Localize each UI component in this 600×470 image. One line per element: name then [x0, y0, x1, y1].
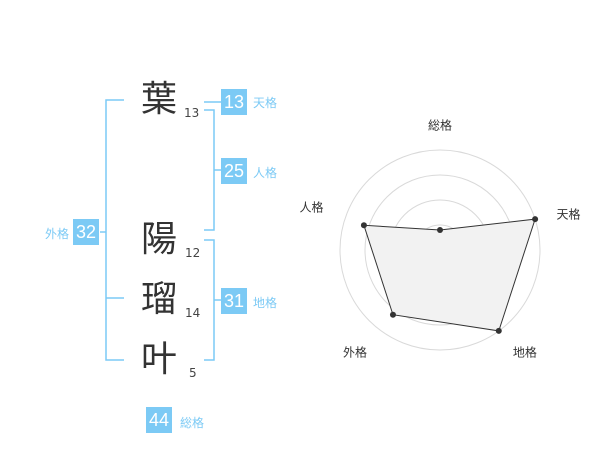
- radar-axis-label-4: 外格: [343, 345, 367, 360]
- radar-point-1: [437, 227, 443, 233]
- radar-axis-label-1: 総格: [428, 118, 452, 133]
- radar-point-4: [389, 311, 396, 318]
- jinkaku-label: 人格: [253, 166, 278, 180]
- stroke-count-1: 13: [184, 106, 200, 120]
- radar-axis-label-3: 地格: [513, 345, 537, 360]
- stroke-count-3: 14: [185, 306, 201, 320]
- radar-point-3: [495, 327, 502, 334]
- radar-point-5: [360, 222, 367, 229]
- tenkaku-label: 天格: [253, 96, 278, 110]
- gaikaku-bracket: [105, 99, 124, 361]
- radar-axis-label-2: 天格: [557, 206, 581, 221]
- stroke-count-4: 5: [189, 366, 197, 380]
- chikaku-label: 地格: [253, 296, 278, 310]
- radar-axis-label-5: 人格: [299, 199, 323, 214]
- soukaku-value: 44: [146, 407, 172, 433]
- radar-ring-4: [339, 149, 541, 351]
- radar-area: [363, 218, 536, 332]
- radar-point-2: [532, 216, 539, 223]
- soukaku-label: 総格: [180, 416, 205, 430]
- jinkaku-value: 25: [221, 158, 247, 184]
- name-char-4: 叶: [140, 339, 177, 380]
- name-char-2: 陽: [140, 219, 177, 260]
- stroke-count-2: 12: [185, 246, 201, 260]
- name-char-3: 瑠: [140, 279, 177, 320]
- gaikaku-label: 外格: [44, 227, 69, 241]
- chikaku-value: 31: [221, 288, 247, 314]
- name-char-1: 葉: [140, 79, 177, 120]
- gaikaku-value: 32: [73, 219, 99, 245]
- tenkaku-value: 13: [221, 89, 247, 115]
